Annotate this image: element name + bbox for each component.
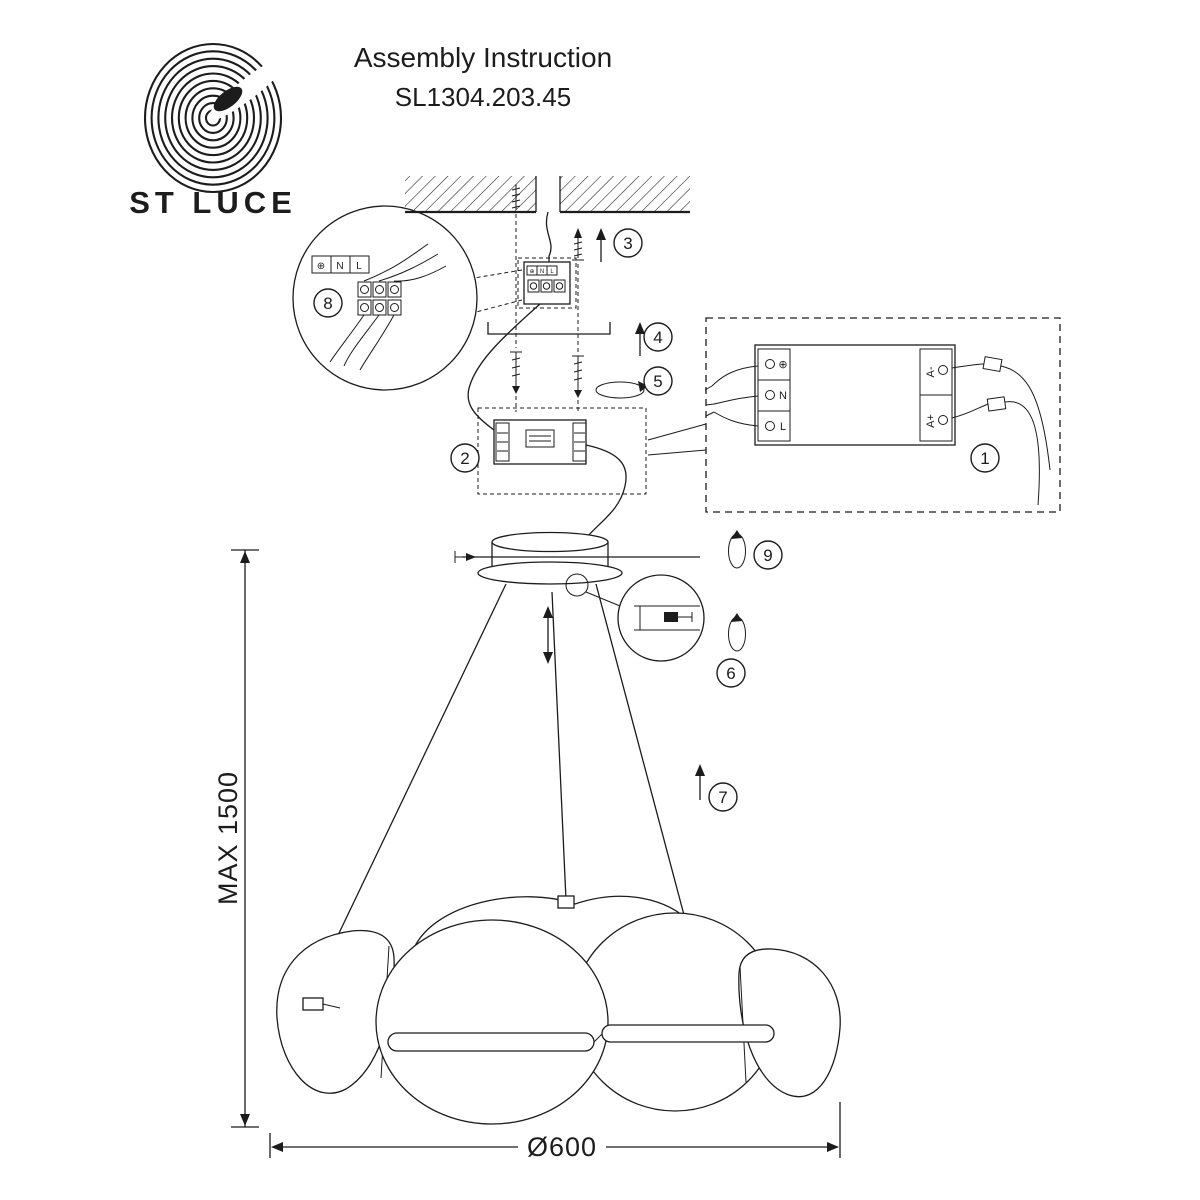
ceiling bbox=[405, 174, 690, 348]
suspension-cables bbox=[329, 583, 689, 953]
canopy-setscrew-icon bbox=[454, 551, 700, 563]
step-1-number: 1 bbox=[980, 449, 989, 468]
step-7-number: 7 bbox=[718, 788, 727, 807]
lamp-shade bbox=[276, 895, 841, 1125]
step-3-number: 3 bbox=[623, 234, 632, 253]
screw-icon bbox=[572, 228, 584, 352]
up-arrow-step4-icon bbox=[635, 322, 645, 356]
up-arrow-step3-icon bbox=[596, 228, 606, 262]
terminal-blocks bbox=[357, 281, 402, 316]
terminal-detail-bubble: ⊕ N L 8 bbox=[292, 205, 478, 391]
logo-comma bbox=[213, 86, 243, 112]
led-bar-front bbox=[387, 1032, 595, 1052]
driver-out-neg-label: A- bbox=[925, 366, 937, 377]
driver-out-pos-label: A+ bbox=[925, 414, 937, 428]
canopy bbox=[454, 531, 700, 597]
grub-screw-icon bbox=[664, 612, 678, 622]
step-badge-6: 6 bbox=[716, 658, 746, 688]
driver-detail-box: ⊕ N L A- A+ 1 bbox=[704, 317, 1061, 513]
step-badge-1: 1 bbox=[970, 443, 1000, 473]
terminal-box: ⊕ N L bbox=[517, 257, 577, 309]
neutral-label: N bbox=[336, 261, 343, 272]
step-badge-8: 8 bbox=[313, 288, 343, 318]
led-bar-right bbox=[601, 1024, 775, 1043]
driver-neutral-label: N bbox=[779, 390, 787, 402]
mains-wire bbox=[545, 211, 552, 262]
mini-live-label: L bbox=[550, 269, 554, 275]
setscrew-detail-bubble bbox=[617, 574, 705, 662]
stluce-logo-rings-icon bbox=[143, 42, 291, 194]
bracket-screw-right-icon bbox=[572, 355, 584, 414]
driver-earth-label: ⊕ bbox=[778, 359, 787, 371]
dimension-height-label: MAX 1500 bbox=[213, 771, 243, 905]
step-6-number: 6 bbox=[726, 664, 735, 683]
step-badge-4: 4 bbox=[643, 322, 673, 352]
wire-to-driver bbox=[467, 303, 541, 431]
ceiling-hole bbox=[536, 174, 560, 214]
shade-petal-center bbox=[375, 919, 609, 1125]
detail8-wires-bottom bbox=[329, 314, 395, 371]
height-adjust-arrow-icon bbox=[543, 606, 553, 664]
up-arrow-step7-icon bbox=[695, 764, 705, 800]
detail8-wires-top bbox=[363, 243, 447, 282]
driver-output-wire-2 bbox=[951, 403, 989, 419]
step-9-number: 9 bbox=[763, 546, 772, 565]
driver-output-wire-1 bbox=[951, 363, 985, 369]
step-badge-7: 7 bbox=[708, 782, 738, 812]
step-4-number: 4 bbox=[653, 328, 662, 347]
cable-gripper bbox=[557, 895, 575, 909]
mini-neutral-label: N bbox=[540, 269, 544, 275]
step-badge-2: 2 bbox=[450, 443, 480, 473]
rotate-arrow-step5-icon bbox=[595, 381, 648, 399]
dimension-diameter: Ø600 bbox=[269, 1102, 841, 1162]
step-badge-3: 3 bbox=[613, 228, 643, 258]
model-number: SL1304.203.45 bbox=[395, 82, 571, 112]
bracket-screw-left-icon bbox=[510, 351, 522, 412]
rotate-arrow-step6-icon bbox=[728, 613, 746, 652]
petal-connector bbox=[302, 997, 324, 1011]
step-2-number: 2 bbox=[460, 449, 469, 468]
dimension-height: MAX 1500 bbox=[213, 549, 259, 1128]
shade-petal-far-right bbox=[738, 948, 841, 1098]
leader-detail6 bbox=[585, 591, 621, 607]
mini-earth-label: ⊕ bbox=[529, 269, 534, 275]
step-badge-5: 5 bbox=[643, 366, 673, 396]
driver-live-label: L bbox=[780, 421, 786, 433]
leader-detail1 bbox=[647, 423, 707, 456]
header: Assembly Instruction SL1304.203.45 bbox=[354, 42, 612, 112]
live-label: L bbox=[356, 261, 362, 272]
driver-box bbox=[477, 407, 647, 495]
brand-name: ST LUCE bbox=[129, 185, 297, 220]
earth-label: ⊕ bbox=[317, 261, 325, 272]
anchor-screw-icon bbox=[511, 184, 521, 348]
step-8-number: 8 bbox=[323, 294, 332, 313]
leader-detail8 bbox=[473, 269, 523, 313]
page-title: Assembly Instruction bbox=[354, 42, 612, 73]
back-petal-left-edge bbox=[413, 896, 576, 949]
dimension-diameter-label: Ø600 bbox=[527, 1132, 597, 1162]
driver-input-wires bbox=[711, 365, 759, 427]
setscrew-location-marker bbox=[565, 573, 589, 597]
rotate-arrow-step9-icon bbox=[728, 530, 746, 569]
stluce-logo: ST LUCE bbox=[129, 42, 297, 220]
wire-to-canopy bbox=[585, 444, 627, 537]
step-badge-9: 9 bbox=[753, 540, 783, 570]
step-5-number: 5 bbox=[653, 372, 662, 391]
mounting-bracket bbox=[487, 322, 611, 335]
